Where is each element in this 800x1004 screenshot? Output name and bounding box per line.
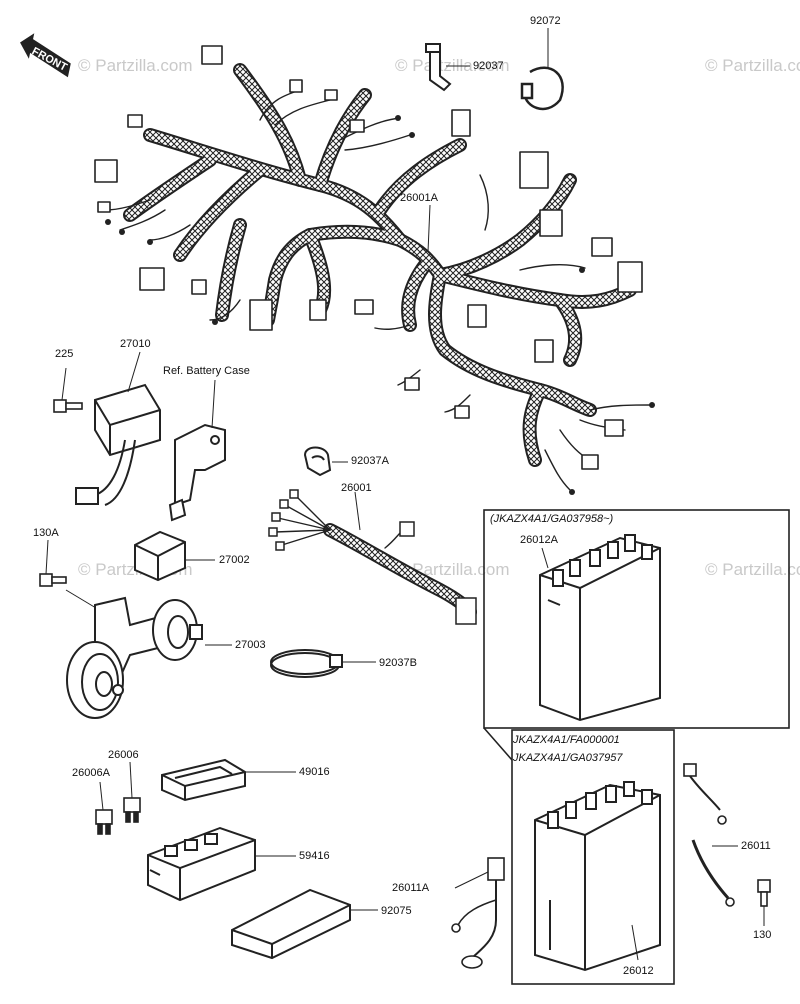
lower-box-serial-range-1: JKAZX4A1/FA000001 — [513, 734, 620, 746]
part-number-26012[interactable]: 26012 — [623, 965, 654, 977]
part-number-92037B[interactable]: 92037B — [379, 657, 417, 669]
battery-box-lower — [483, 727, 675, 985]
part-number-26001[interactable]: 26001 — [341, 482, 372, 494]
part-number-130A[interactable]: 130A — [33, 527, 59, 539]
horn-27003 — [66, 596, 203, 719]
part-number-27003[interactable]: 27003 — [235, 639, 266, 651]
bolt-225 — [53, 399, 83, 413]
clip-92037A — [303, 446, 332, 477]
component-27002 — [134, 530, 186, 582]
cable-26011 — [683, 763, 735, 907]
battery-case-bracket — [168, 423, 226, 522]
part-number-26001A[interactable]: 26001A — [400, 192, 438, 204]
bolt-130 — [757, 879, 771, 907]
part-number-26006A[interactable]: 26006A — [72, 767, 110, 779]
band-92072 — [520, 66, 564, 111]
upper-box-serial-range: (JKAZX4A1/GA037958~) — [490, 513, 614, 525]
part-number-59416[interactable]: 59416 — [299, 850, 330, 862]
watermark: © Partzilla.com — [705, 560, 800, 579]
cable-26011A — [451, 857, 505, 969]
band-92037B — [270, 649, 343, 678]
clamp-92037 — [425, 43, 452, 92]
relay-27010 — [75, 383, 161, 506]
part-number-92037A[interactable]: 92037A — [351, 455, 389, 467]
ref-battery-case-note: Ref. Battery Case — [163, 365, 250, 377]
bolt-130A — [39, 573, 67, 587]
part-number-26011[interactable]: 26011 — [741, 840, 771, 852]
part-number-130[interactable]: 130 — [753, 929, 772, 941]
part-number-26011A[interactable]: 26011A — [392, 882, 430, 894]
part-number-27002[interactable]: 27002 — [219, 554, 250, 566]
part-number-225[interactable]: 225 — [55, 348, 74, 360]
part-number-26006[interactable]: 26006 — [108, 749, 139, 761]
part-number-49016[interactable]: 49016 — [299, 766, 330, 778]
fuse-box-59416 — [147, 826, 256, 902]
pad-92075 — [231, 888, 351, 960]
cover-49016 — [161, 758, 246, 802]
front-arrow-icon: FRONT — [20, 33, 71, 78]
watermark: © Partzilla.com — [705, 56, 800, 75]
part-number-92037[interactable]: 92037 — [473, 60, 504, 72]
lower-box-serial-range-2: JKAZX4A1/GA037957 — [513, 752, 623, 764]
front-arrow-label: FRONT — [30, 45, 69, 74]
part-number-27010[interactable]: 27010 — [120, 338, 151, 350]
part-number-92075[interactable]: 92075 — [381, 905, 412, 917]
main-harness — [94, 45, 655, 495]
battery-box-upper — [483, 509, 790, 729]
sub-harness-26001 — [268, 489, 477, 625]
part-number-26012A[interactable]: 26012A — [520, 534, 558, 546]
watermark: © Partzilla.com — [78, 56, 193, 75]
fuse-26006 — [123, 797, 141, 823]
part-number-92072[interactable]: 92072 — [530, 15, 561, 27]
fuse-26006A — [95, 809, 113, 835]
